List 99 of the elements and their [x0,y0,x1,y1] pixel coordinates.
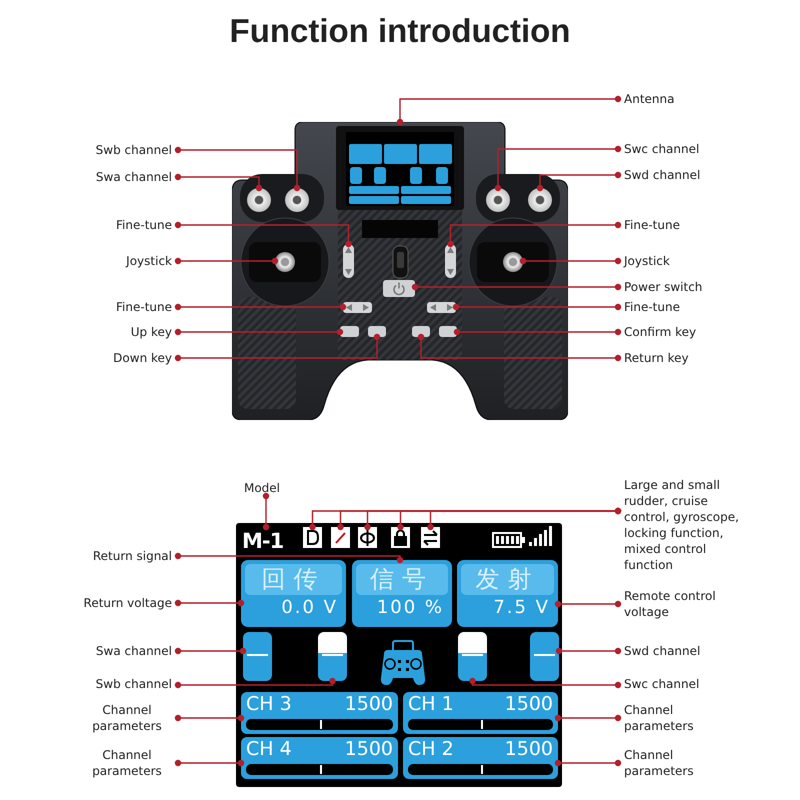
leader-line [554,760,622,766]
channel-value: 1500 [504,692,553,716]
leader-line [447,222,622,248]
callout-label: Return key [618,350,695,366]
panel-heading: 发射 [461,564,554,595]
leader-line [469,678,622,688]
callout-label: Channel parameters [76,747,178,779]
callout-label: Channel parameters [618,747,720,779]
leader-line [554,714,622,722]
letter-d-icon [303,527,322,548]
channel-slider [458,632,487,681]
callout-label: Swc channel [618,676,706,692]
status-panel [457,560,558,627]
channel-value: 1500 [344,737,393,761]
leader-line [174,222,352,248]
leader-line [174,678,336,688]
trim-lever [343,302,372,313]
channel-name: CH 4 [246,737,292,761]
callout-label: Return voltage [78,595,178,611]
leader-line [174,600,244,606]
callout-label: Confirm key [618,324,702,340]
power-button [383,280,415,297]
leader-line [174,334,380,362]
callout-label: Remote control voltage [618,588,740,620]
channel-panel [403,737,558,779]
panel-heading: 信号 [356,564,448,595]
callout-label: Swd channel [618,167,706,183]
leader-line [556,648,622,654]
leader-line [412,284,622,290]
channel-slider [530,632,559,681]
reading-value: 7.5 V [492,596,551,620]
callout-label: Swb channel [90,142,178,158]
leader-line [536,172,622,192]
trim-lever [427,302,456,313]
callout-label: Model [238,480,286,496]
reading-value: 100 % [376,596,445,620]
channel-panel [241,692,398,734]
channel-value: 1500 [504,737,553,761]
leader-line [174,258,278,264]
swap-arrows-icon [421,527,440,548]
leader-line [174,714,244,722]
reading-value: 0.0 V [280,596,339,620]
leader-line [396,96,622,126]
trim-lever [343,244,354,278]
trim-lever [445,244,456,278]
channel-panel [403,692,558,734]
channel-slider [318,632,347,681]
callout-label: Swd channel [618,643,706,659]
panel-heading: 回传 [245,564,342,595]
callout-label: Channel parameters [618,702,720,734]
callout-label: Channel parameters [76,702,178,734]
callout-label: Up key [124,324,178,340]
status-panel [352,560,452,627]
leader-line [174,174,262,192]
key-button [439,326,457,337]
leader-line [452,304,622,310]
callout-label: Swb channel [90,676,178,692]
callout-label: Power switch [618,279,708,295]
callout-label: Swc channel [618,141,706,157]
leader-line [418,334,622,362]
model-name: M-1 [242,527,290,555]
page-title: Function introduction [228,12,572,50]
callout-label: Fine-tune [110,299,178,315]
leader-line [174,552,404,564]
leader-line [454,328,622,336]
leader-line [174,760,244,766]
leader-line [554,600,622,608]
checkmark-icon [331,527,350,548]
callout-label: Joystick [618,253,676,269]
leader-line [262,492,270,530]
channel-name: CH 2 [408,737,454,761]
callout-label: Swa channel [90,643,178,659]
lcd-screen [236,523,562,787]
key-button [368,326,386,337]
controller-drawing [232,122,568,420]
channel-name: CH 1 [408,692,454,716]
callout-label: Down key [107,350,178,366]
channel-value: 1500 [344,692,393,716]
leader-line [174,648,246,654]
leader-line [494,146,622,192]
callout-label: Joystick [120,253,178,269]
callout-label: Fine-tune [618,217,686,233]
leader-line [520,258,622,264]
callout-label: Fine-tune [110,217,178,233]
callout-label: Swa channel [90,169,178,185]
callout-label: Large and small rudder, cruise control, gyroscope, locking function, mixed control function [618,477,748,573]
loop-icon [358,527,377,548]
callout-label: Fine-tune [618,299,686,315]
channel-name: CH 3 [246,692,292,716]
callout-label: Antenna [618,91,680,107]
key-button [412,326,430,337]
channel-panel [241,737,398,779]
status-panel [241,560,346,627]
callout-label: Return signal [86,548,178,564]
leader-line [174,328,344,336]
lock-icon [391,527,410,548]
leader-line [174,146,300,192]
leader-line [174,304,346,310]
channel-slider [243,632,272,681]
